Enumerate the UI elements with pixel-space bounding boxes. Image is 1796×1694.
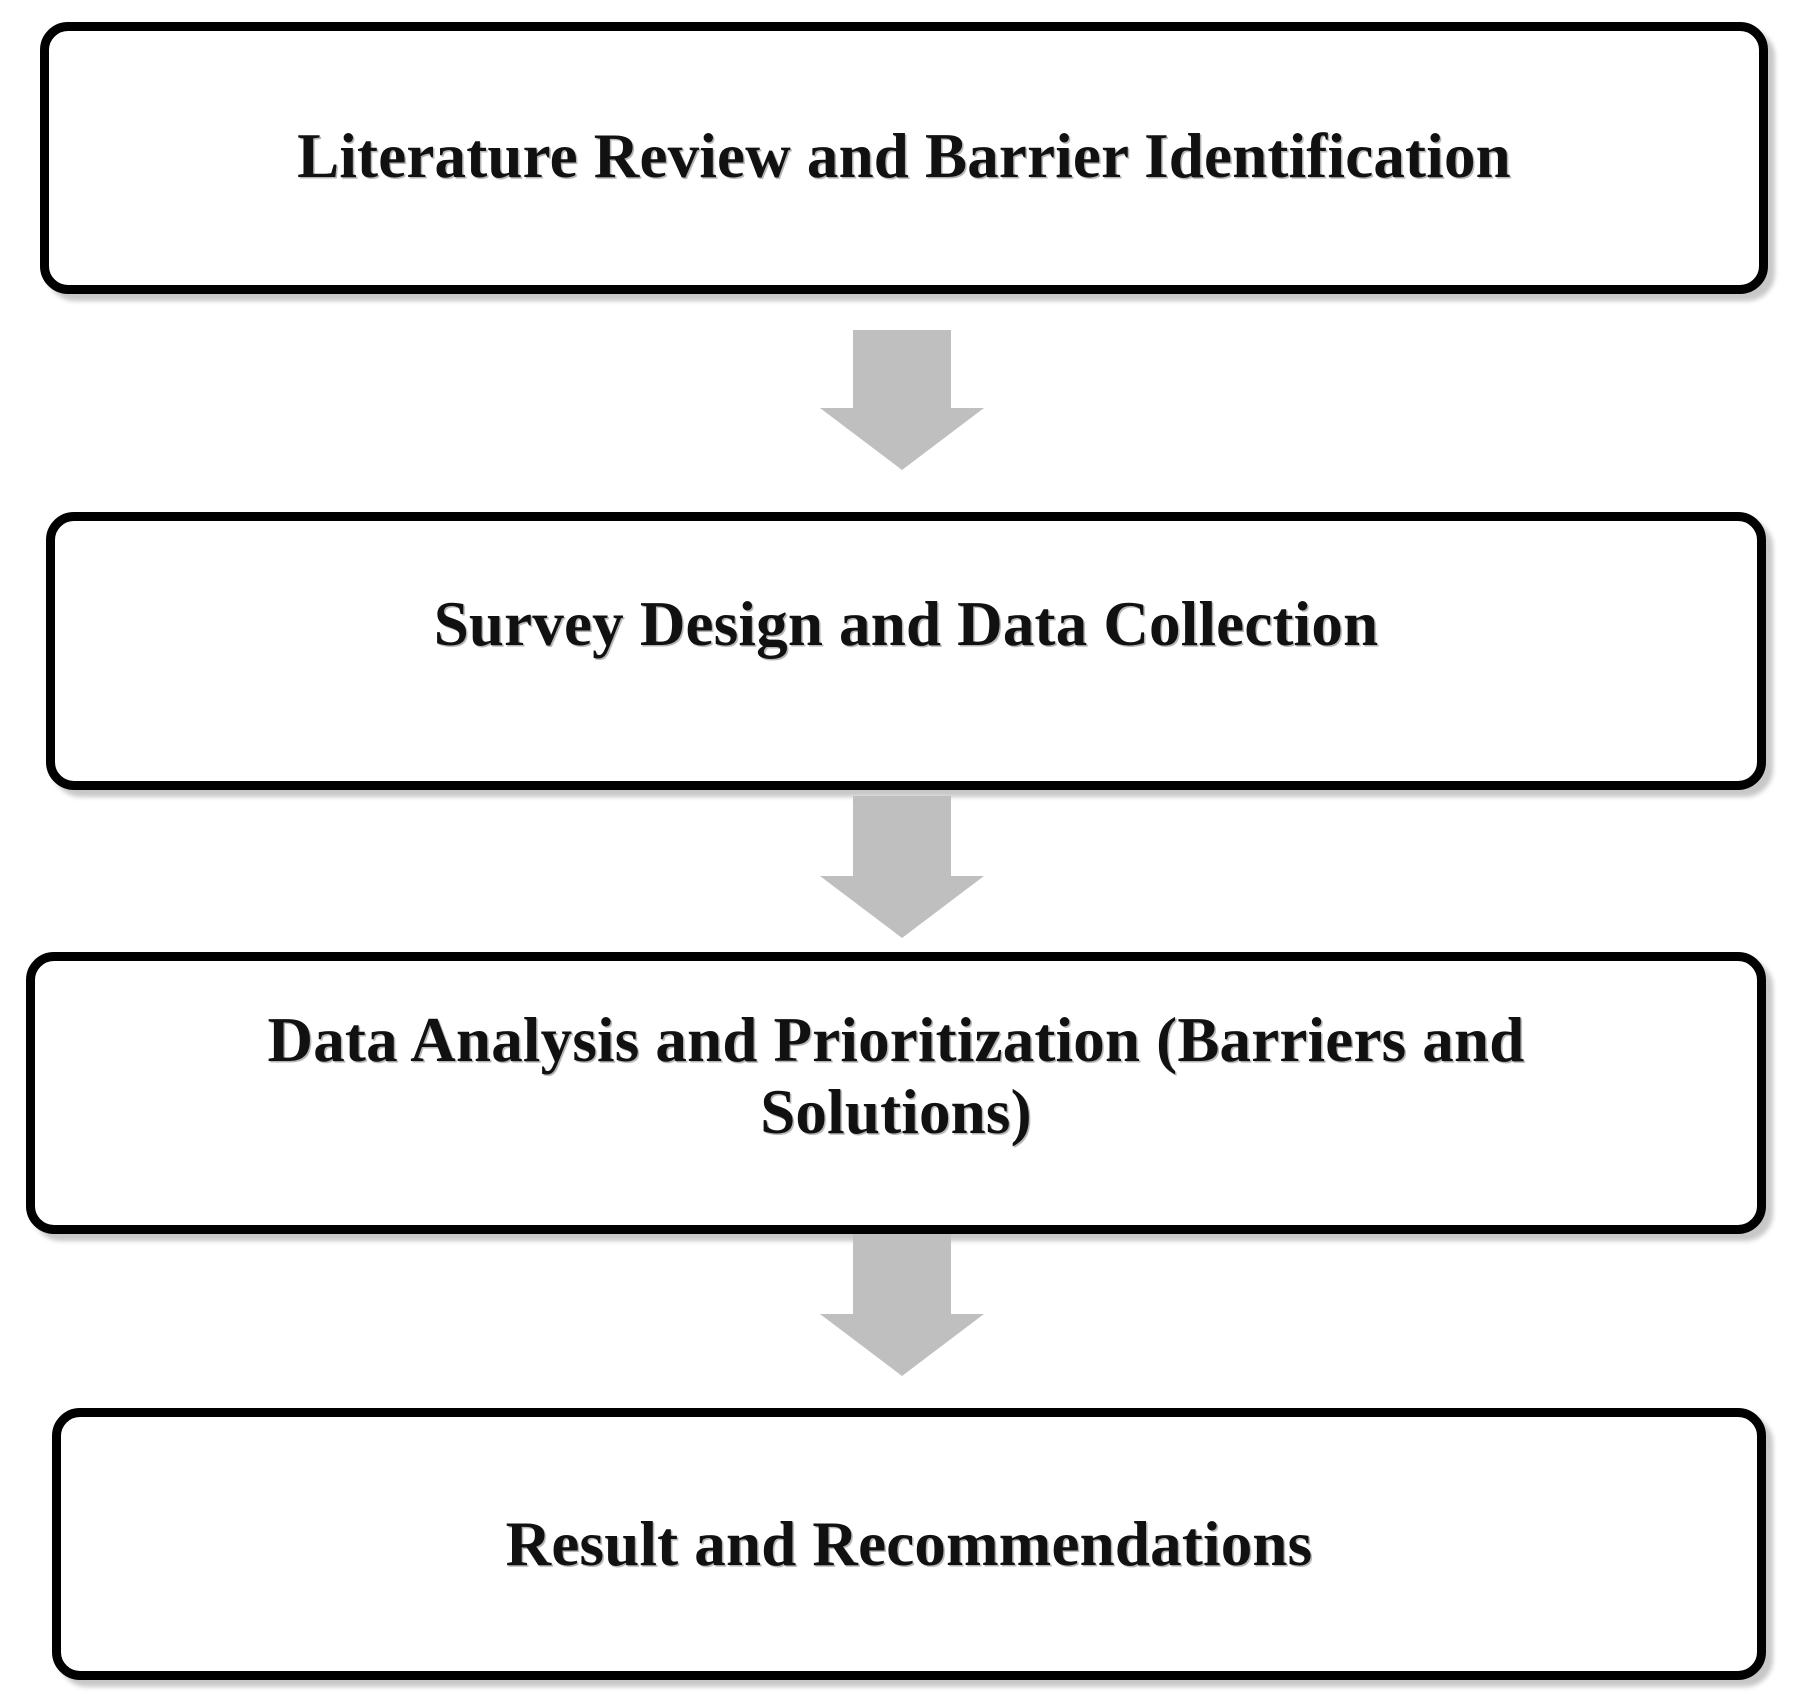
- flowchart-node-data-analysis: Data Analysis and Prioritization (Barrie…: [26, 952, 1766, 1234]
- down-arrow-icon: [0, 796, 1796, 938]
- flowchart-node-literature-review: Literature Review and Barrier Identifica…: [40, 22, 1768, 294]
- flowchart-node-label: Data Analysis and Prioritization (Barrie…: [267, 1005, 1525, 1147]
- flowchart-node-label: Survey Design and Data Collection: [433, 589, 1379, 659]
- flowchart-node-result-recommendations: Result and Recommendations: [52, 1408, 1766, 1680]
- flowchart-node-survey-design: Survey Design and Data Collection: [46, 512, 1766, 790]
- flowchart-node-label: Literature Review and Barrier Identifica…: [297, 121, 1511, 191]
- flowchart-node-label: Result and Recommendations: [505, 1509, 1313, 1579]
- down-arrow-icon: [0, 330, 1796, 470]
- down-arrow-icon: [0, 1234, 1796, 1376]
